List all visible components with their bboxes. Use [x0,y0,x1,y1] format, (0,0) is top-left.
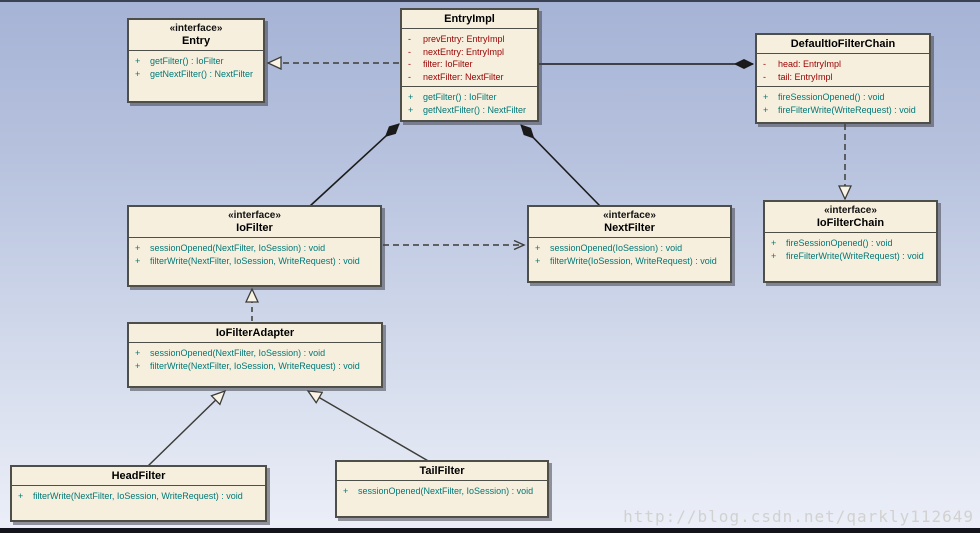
member-row: +sessionOpened(NextFilter, IoSession) : … [135,243,326,253]
class-header: «interface» IoFilterChain [765,202,936,232]
member-row: +filterWrite(NextFilter, IoSession, Writ… [135,360,360,371]
member-row: +getFilter() : IoFilter [135,56,224,66]
member-row: +fireFilterWrite(WriteRequest) : void [763,104,916,115]
member-row: -filter: IoFilter [408,59,473,69]
stereotype-label: «interface» [603,210,656,221]
methods-compartment: +sessionOpened(IoSession) : void +filterW… [529,237,730,281]
class-box-iofilteradapter: IoFilterAdapter +sessionOpened(NextFilte… [127,322,383,388]
attributes-compartment: -prevEntry: EntryImpl -nextEntry: EntryIm… [402,28,537,86]
class-box-iofilter: «interface» IoFilter +sessionOpened(Next… [127,205,382,287]
methods-compartment: +fireSessionOpened() : void +fireFilterWr… [757,86,929,122]
class-box-defaultiofilterchain: DefaultIoFilterChain -head: EntryImpl -ta… [755,33,931,124]
member-row: +fireSessionOpened() : void [763,92,885,102]
class-header: EntryImpl [402,10,537,28]
class-box-iofilterchain: «interface» IoFilterChain +fireSessionOp… [763,200,938,283]
member-row: +getNextFilter() : NextFilter [135,68,254,79]
class-name: HeadFilter [111,470,166,482]
class-name: TailFilter [419,465,465,477]
class-header: «interface» NextFilter [529,207,730,237]
class-header: DefaultIoFilterChain [757,35,929,53]
class-header: HeadFilter [12,467,265,485]
member-row: +getFilter() : IoFilter [408,92,497,102]
member-row: -prevEntry: EntryImpl [408,34,505,44]
class-name: Entry [181,35,211,47]
methods-compartment: +getFilter() : IoFilter +getNextFilter() … [402,86,537,120]
watermark-text: http://blog.csdn.net/qarkly112649 [623,507,974,526]
methods-compartment: +sessionOpened(NextFilter, IoSession) : … [129,342,381,386]
class-header: TailFilter [337,462,547,480]
methods-compartment: +getFilter() : IoFilter +getNextFilter() … [129,50,263,101]
member-row: -nextFilter: NextFilter [408,71,504,82]
class-box-headfilter: HeadFilter +filterWrite(NextFilter, IoSe… [10,465,267,522]
class-name: IoFilterChain [816,217,885,229]
class-box-entry: «interface» Entry +getFilter() : IoFilte… [127,18,265,103]
member-row: +getNextFilter() : NextFilter [408,104,527,115]
composition-entryimpl-nextfilter [520,124,601,207]
stereotype-label: «interface» [169,23,223,34]
member-row: +sessionOpened(NextFilter, IoSession) : … [135,348,326,358]
composition-entryimpl-iofilter [309,123,400,207]
generalization-headfilter-iofilteradapter [147,391,225,467]
class-box-tailfilter: TailFilter +sessionOpened(NextFilter, Io… [335,460,549,518]
member-row: -tail: EntryImpl [763,71,833,82]
class-box-nextfilter: «interface» NextFilter +sessionOpened(Io… [527,205,732,283]
member-row: -nextEntry: EntryImpl [408,46,505,57]
class-header: «interface» Entry [129,20,263,50]
bottom-border-bar [0,528,980,533]
attributes-compartment: -head: EntryImpl -tail: EntryImpl [757,53,929,86]
member-row: +sessionOpened(IoSession) : void [535,243,683,253]
member-row: +filterWrite(NextFilter, IoSession, Writ… [18,491,243,501]
member-row: +fireFilterWrite(WriteRequest) : void [771,250,924,261]
methods-compartment: +filterWrite(NextFilter, IoSession, Writ… [12,485,265,520]
class-name: EntryImpl [444,13,495,25]
methods-compartment: +fireSessionOpened() : void +fireFilterWr… [765,232,936,281]
stereotype-label: «interface» [824,205,877,216]
member-row: +sessionOpened(NextFilter, IoSession) : … [343,486,534,496]
class-name: NextFilter [604,222,655,234]
member-row: +filterWrite(NextFilter, IoSession, Writ… [135,255,360,266]
methods-compartment: +sessionOpened(NextFilter, IoSession) : … [129,237,380,285]
member-row: +fireSessionOpened() : void [771,238,893,248]
generalization-tailfilter-iofilteradapter [308,391,431,463]
member-row: -head: EntryImpl [763,59,842,69]
stereotype-label: «interface» [228,210,281,221]
methods-compartment: +sessionOpened(NextFilter, IoSession) : … [337,480,547,516]
top-border-line [0,0,980,2]
member-row: +filterWrite(IoSession, WriteRequest) : … [535,255,717,266]
class-name: IoFilter [236,222,273,234]
class-box-entryimpl: EntryImpl -prevEntry: EntryImpl -nextEntr… [400,8,539,122]
class-name: DefaultIoFilterChain [790,38,896,50]
class-header: IoFilterAdapter [129,324,381,342]
class-header: «interface» IoFilter [129,207,380,237]
class-name: IoFilterAdapter [215,327,295,339]
